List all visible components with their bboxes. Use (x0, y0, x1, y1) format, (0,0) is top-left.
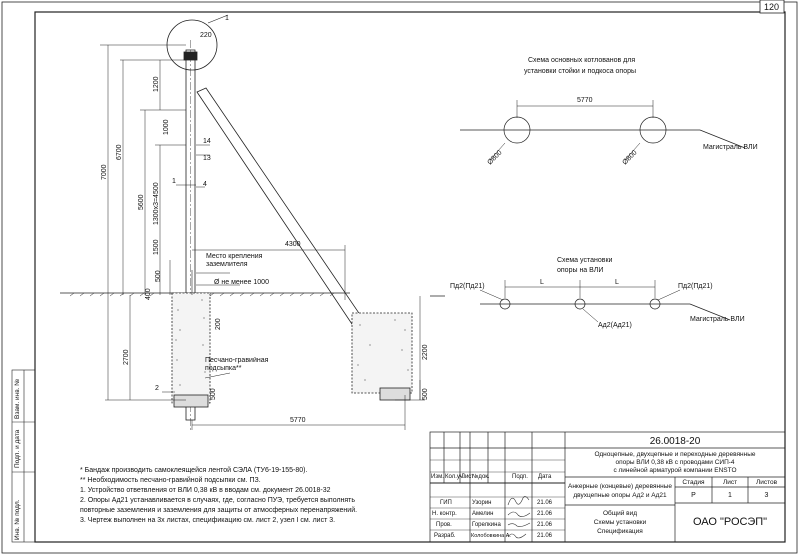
support-elevation (60, 14, 445, 430)
dim-5770: 5770 (290, 417, 306, 424)
signatures (507, 496, 531, 539)
organization: ОАО "РОСЭП" (692, 516, 768, 528)
scheme1-title-2: установки стойки и подкоса опоры (524, 67, 636, 75)
label-min-depth: Ø не менее 1000 (214, 279, 269, 286)
label-ground-point: Место крепления заземлителя (206, 253, 263, 268)
callout-1b: 1 (172, 178, 176, 185)
scheme1-label: Магистраль ВЛИ (703, 144, 758, 151)
dim-4300: 4300 (285, 241, 301, 248)
person-role: ГИП (440, 500, 452, 506)
stage-label: Стадия (682, 479, 705, 486)
person-date: 21.06 (537, 511, 553, 517)
doc-general-line: Общий вид (602, 510, 638, 517)
dim-6700: 6700 (116, 144, 123, 160)
hdr-list: Лист (461, 474, 475, 480)
dim-500b: 500 (210, 388, 217, 400)
doc-description: Одноцепные, двухцепные и переходные дере… (565, 451, 785, 475)
scheme2-left: Пд2(Пд21) (450, 283, 485, 290)
scheme2-right: Пд2(Пд21) (678, 283, 713, 290)
doc-name-line: двухцепные опоры Ад2 и Ад21 (573, 492, 667, 499)
side-label-sign: Подп. и дата (14, 429, 21, 468)
person-role: Пров. (436, 522, 452, 528)
dim-200: 200 (215, 318, 222, 330)
doc-general: Общий вид Схемы установки Спецификация (565, 509, 675, 536)
note-line: ** Необходимость песчано-гравийной подсы… (80, 477, 261, 484)
note-line: 3. Чертеж выполнен на 3х листах, специфи… (80, 517, 336, 524)
hdr-izm: Изм. (431, 474, 444, 480)
doc-general-line: Спецификация (597, 528, 643, 535)
scheme1-dim: 5770 (577, 97, 593, 104)
doc-desc-line: опоры ВЛИ 0,38 кВ с проводами СИП-4 (615, 459, 735, 466)
person-name: Горелкина (472, 522, 501, 528)
hdr-date: Дата (538, 474, 552, 480)
sheet-label: Лист (722, 479, 738, 486)
title-block-grid (429, 431, 786, 543)
dim-2200: 2200 (422, 344, 429, 360)
note-line: повторные заземления и заземления для за… (80, 507, 358, 514)
side-label-replace: Взам. инв. № (14, 378, 21, 419)
sheets-value: 3 (764, 492, 769, 499)
doc-general-line: Схемы установки (593, 519, 647, 526)
note-line: * Бандаж производить самоклеящейся ленто… (80, 467, 308, 474)
sheets-label: Листов (755, 479, 778, 486)
dim-1300x3: 1300x3=4500 (153, 182, 160, 225)
drawing-notes: * Бандаж производить самоклеящейся ленто… (80, 466, 440, 526)
person-name: Амелин (472, 511, 494, 517)
person-name: Колобовкина А. (471, 533, 511, 539)
person-name: Узорин (472, 500, 492, 506)
scheme2-middle: Ад2(Ад21) (598, 322, 632, 329)
person-date: 21.06 (537, 533, 553, 539)
dim-1000: 1000 (163, 119, 170, 135)
scheme1-d2: Ø800 (621, 149, 638, 166)
scheme2-span1: L (540, 279, 544, 286)
callout-2: 2 (155, 385, 159, 392)
dim-220: 220 (200, 32, 212, 39)
doc-desc-line: Одноцепные, двухцепные и переходные дере… (594, 451, 756, 458)
sheet-number: 120 (764, 2, 780, 12)
callout-1: 1 (225, 15, 229, 22)
person-date: 21.06 (537, 500, 553, 506)
stage-value: Р (691, 492, 696, 499)
label-bedding: Песчано-гравийная подсыпка** (205, 357, 269, 372)
doc-code: 26.0018-20 (649, 436, 701, 447)
hdr-ndoc: №док. (472, 474, 490, 480)
sheet-value: 1 (728, 492, 732, 499)
dim-500c: 500 (422, 388, 429, 400)
scheme2-title-2: опоры на ВЛИ (557, 267, 603, 274)
dim-1200: 1200 (153, 76, 160, 92)
person-role: Разраб. (434, 533, 456, 539)
dim-5600: 5600 (138, 194, 145, 210)
scheme1-d1: Ø800 (486, 149, 503, 166)
dim-7000: 7000 (101, 164, 108, 180)
note-line: 1. Устройство ответвления от ВЛИ 0,38 кВ… (80, 487, 331, 494)
hdr-kol: Кол.уч. (445, 474, 465, 480)
doc-name-line: Анкерные (концевые) деревянные (567, 483, 673, 490)
scheme2-label: Магистраль ВЛИ (690, 316, 745, 323)
note-line: 2. Опоры Ад21 устанавливается в случаях,… (80, 497, 356, 504)
person-date: 21.06 (537, 522, 553, 528)
dim-500: 500 (155, 270, 162, 282)
scheme2-title-1: Схема установки (557, 257, 613, 264)
dim-2700: 2700 (123, 349, 130, 365)
scheme2-span2: L (615, 279, 619, 286)
hdr-sign: Подп. (512, 474, 528, 480)
doc-desc-line: с линейной арматурой компании ENSTO (613, 467, 737, 474)
callout-4: 4 (203, 181, 207, 188)
callout-13: 13 (203, 155, 211, 162)
side-label-inv: Инв. № подл. (14, 499, 21, 541)
dim-1500: 1500 (153, 239, 160, 255)
callout-14: 14 (203, 138, 211, 145)
scheme-installation (479, 280, 731, 323)
doc-name: Анкерные (концевые) деревянные двухцепны… (565, 482, 675, 500)
dim-400: 400 (145, 288, 152, 300)
scheme1-title-1: Схема основных котлованов для (528, 57, 635, 64)
side-strip (11, 369, 36, 543)
person-role: Н. контр. (432, 511, 457, 517)
scheme-pits (460, 100, 746, 161)
